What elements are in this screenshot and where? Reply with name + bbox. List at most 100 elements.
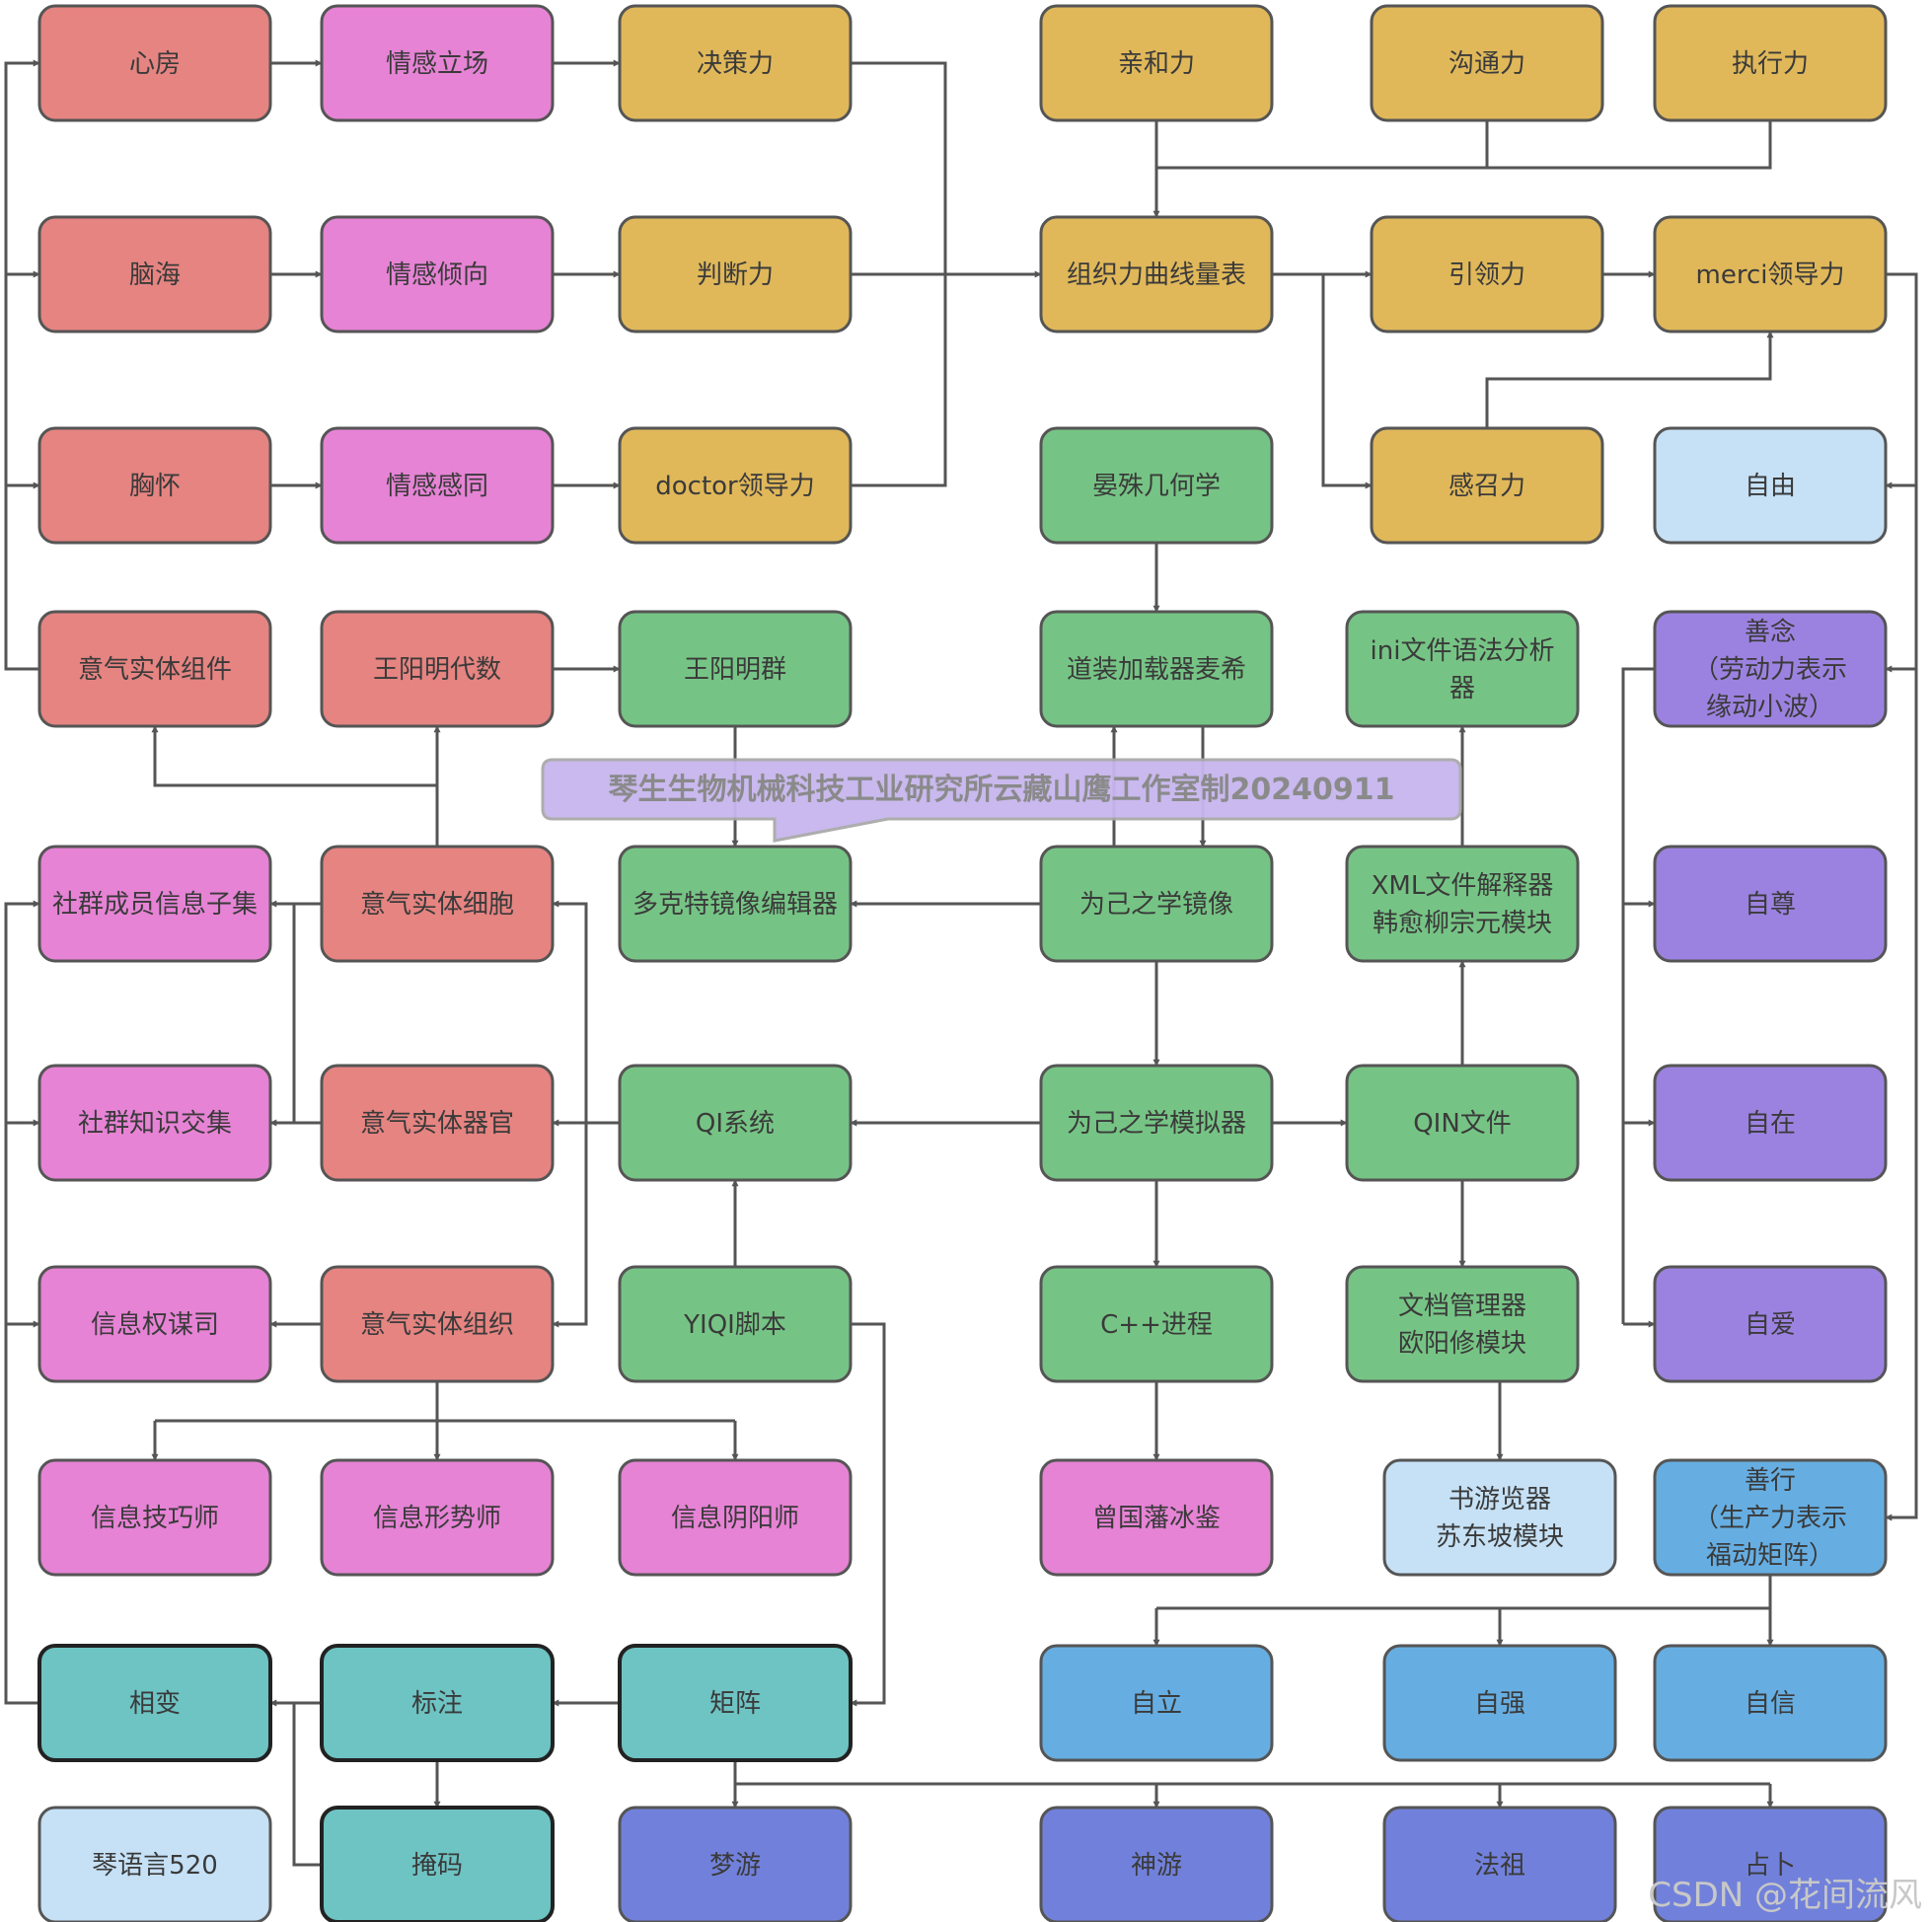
node-box[interactable] — [320, 1458, 555, 1577]
node-qi-xitong[interactable]: QI系统 — [618, 1064, 853, 1182]
node-box[interactable] — [37, 1458, 272, 1577]
node-zixin[interactable]: 自信 — [1653, 1644, 1888, 1762]
node-zizai[interactable]: 自在 — [1653, 1064, 1888, 1182]
node-box[interactable] — [1039, 845, 1274, 963]
node-box[interactable] — [1039, 1064, 1274, 1182]
node-merci[interactable]: merci领导力 — [1653, 215, 1888, 333]
node-box[interactable] — [618, 4, 853, 122]
node-box[interactable] — [618, 1806, 853, 1922]
node-box[interactable] — [320, 426, 555, 545]
node-box[interactable] — [37, 1644, 272, 1762]
node-yanma[interactable]: 掩码 — [320, 1806, 555, 1922]
node-qinggan-qingxiang[interactable]: 情感倾向 — [320, 215, 555, 333]
node-ganzhao[interactable]: 感召力 — [1370, 426, 1604, 545]
node-fazu[interactable]: 法祖 — [1382, 1806, 1617, 1922]
node-box[interactable] — [320, 215, 555, 333]
node-box[interactable] — [320, 4, 555, 122]
node-box[interactable] — [37, 845, 272, 963]
node-qinyuyan[interactable]: 琴语言520 — [37, 1806, 272, 1922]
node-zili[interactable]: 自立 — [1039, 1644, 1274, 1762]
node-shequn-xinxi[interactable]: 社群成员信息子集 — [37, 845, 272, 963]
node-qinggan-lichang[interactable]: 情感立场 — [320, 4, 555, 122]
node-box[interactable] — [37, 426, 272, 545]
node-box[interactable] — [1653, 1458, 1888, 1577]
node-qinhe[interactable]: 亲和力 — [1039, 4, 1274, 122]
node-box[interactable] — [1370, 4, 1604, 122]
node-box[interactable] — [320, 1064, 555, 1182]
node-box[interactable] — [618, 1265, 853, 1383]
node-daozhuang[interactable]: 道装加载器麦希 — [1039, 610, 1274, 728]
node-box[interactable] — [320, 1644, 555, 1762]
node-yiqi-qiguan[interactable]: 意气实体器官 — [320, 1064, 555, 1182]
node-box[interactable] — [618, 426, 853, 545]
node-box[interactable] — [1653, 1806, 1888, 1922]
node-box[interactable] — [1345, 1064, 1580, 1182]
node-box[interactable] — [618, 1644, 853, 1762]
node-ziai[interactable]: 自爱 — [1653, 1265, 1888, 1383]
node-box[interactable] — [618, 845, 853, 963]
node-box[interactable] — [320, 1265, 555, 1383]
node-yinling[interactable]: 引领力 — [1370, 215, 1604, 333]
node-box[interactable] — [320, 845, 555, 963]
node-xinxi-jiqiao[interactable]: 信息技巧师 — [37, 1458, 272, 1577]
node-box[interactable] — [1653, 1064, 1888, 1182]
node-juzhen[interactable]: 矩阵 — [618, 1644, 853, 1762]
node-wym-qun[interactable]: 王阳明群 — [618, 610, 853, 728]
node-box[interactable] — [1382, 1644, 1617, 1762]
node-box[interactable] — [1653, 845, 1888, 963]
node-box[interactable] — [618, 1458, 853, 1577]
node-box[interactable] — [1653, 4, 1888, 122]
node-weiji-moniqi[interactable]: 为己之学模拟器 — [1039, 1064, 1274, 1182]
node-box[interactable] — [618, 215, 853, 333]
node-box[interactable] — [1370, 426, 1604, 545]
node-zeng[interactable]: 曾国藩冰鉴 — [1039, 1458, 1274, 1577]
node-box[interactable] — [1382, 1806, 1617, 1922]
node-box[interactable] — [1039, 610, 1274, 728]
node-panduan[interactable]: 判断力 — [618, 215, 853, 333]
node-box[interactable] — [1382, 1458, 1617, 1577]
node-box[interactable] — [1653, 1644, 1888, 1762]
node-box[interactable] — [1345, 1265, 1580, 1383]
node-box[interactable] — [618, 610, 853, 728]
node-box[interactable] — [1039, 1265, 1274, 1383]
node-yiqi-xibao[interactable]: 意气实体细胞 — [320, 845, 555, 963]
node-box[interactable] — [1653, 1265, 1888, 1383]
node-box[interactable] — [1039, 1458, 1274, 1577]
node-biaozhu[interactable]: 标注 — [320, 1644, 555, 1762]
node-box[interactable] — [1039, 1806, 1274, 1922]
node-box[interactable] — [1039, 1644, 1274, 1762]
node-xinfang[interactable]: 心房 — [37, 4, 272, 122]
node-xinxi-yinyang[interactable]: 信息阴阳师 — [618, 1458, 853, 1577]
node-yanshu[interactable]: 晏殊几何学 — [1039, 426, 1274, 545]
node-box[interactable] — [1653, 215, 1888, 333]
node-box[interactable] — [37, 610, 272, 728]
node-doctor[interactable]: doctor领导力 — [618, 426, 853, 545]
node-duokete[interactable]: 多克特镜像编辑器 — [618, 845, 853, 963]
node-yiqi-zujian[interactable]: 意气实体组件 — [37, 610, 272, 728]
node-ziqiang[interactable]: 自强 — [1382, 1644, 1617, 1762]
node-ziyou[interactable]: 自由 — [1653, 426, 1888, 545]
node-box[interactable] — [1039, 4, 1274, 122]
node-xiangbian[interactable]: 相变 — [37, 1644, 272, 1762]
node-qin-wenjian[interactable]: QIN文件 — [1345, 1064, 1580, 1182]
node-shenyou[interactable]: 神游 — [1039, 1806, 1274, 1922]
node-box[interactable] — [1039, 426, 1274, 545]
node-qinggan-gantong[interactable]: 情感感同 — [320, 426, 555, 545]
node-xionghuai[interactable]: 胸怀 — [37, 426, 272, 545]
node-box[interactable] — [320, 610, 555, 728]
node-box[interactable] — [37, 1806, 272, 1922]
node-yiqi-zuzhi[interactable]: 意气实体组织 — [320, 1265, 555, 1383]
node-box[interactable] — [37, 4, 272, 122]
node-box[interactable] — [37, 215, 272, 333]
node-box[interactable] — [1345, 845, 1580, 963]
node-box[interactable] — [320, 1806, 555, 1922]
node-cpp[interactable]: C++进程 — [1039, 1265, 1274, 1383]
node-juece[interactable]: 决策力 — [618, 4, 853, 122]
node-box[interactable] — [1653, 610, 1888, 728]
node-xinxi-xingshi[interactable]: 信息形势师 — [320, 1458, 555, 1577]
